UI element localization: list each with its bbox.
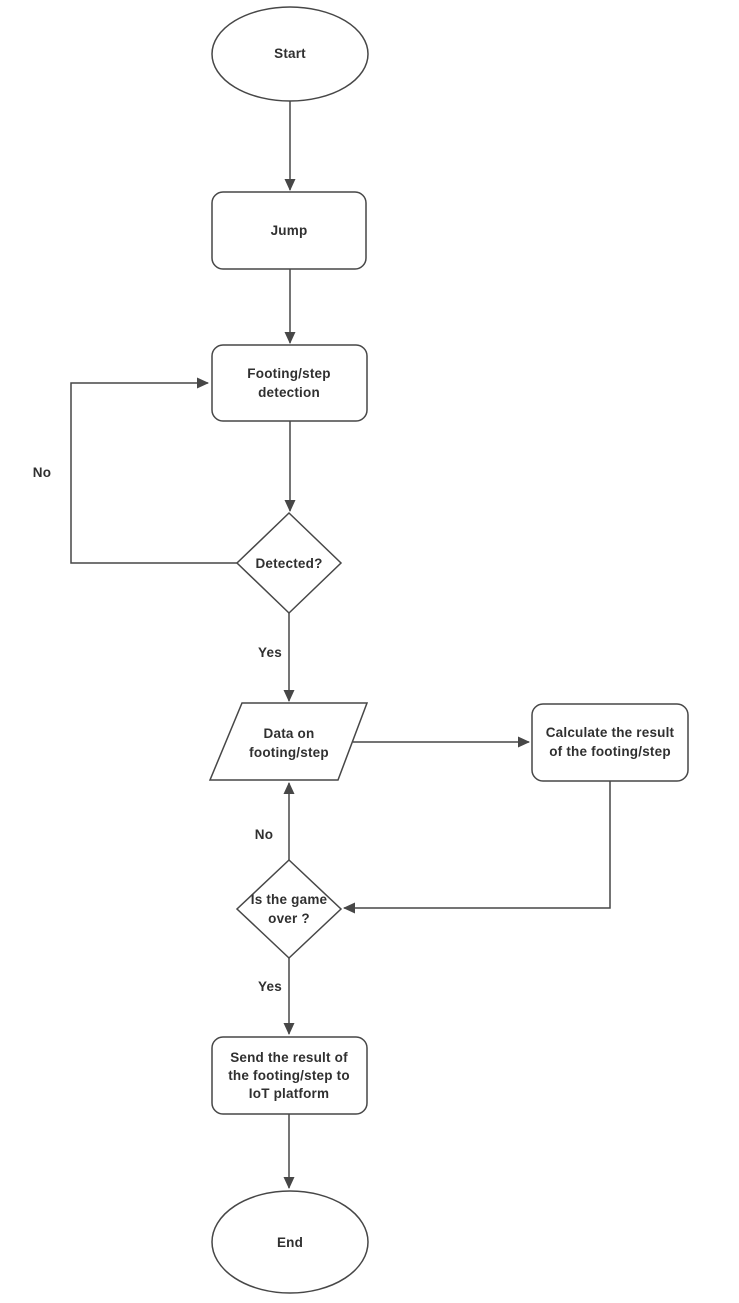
node-is-game-over-decision: Is the game over ? [235, 858, 343, 960]
end-terminator-shape [211, 1190, 369, 1294]
edge-detected-no-loop [70, 377, 237, 564]
detected-label: Detected? [255, 556, 322, 571]
send-label-line1: Send the result of [230, 1050, 348, 1065]
send-label-line3: IoT platform [249, 1086, 329, 1101]
start-terminator-shape [211, 6, 369, 102]
edge-label-detected-no: No [33, 465, 51, 480]
data-label-line1: Data on [264, 726, 315, 741]
node-start: Start [211, 6, 369, 102]
node-jump: Jump [211, 191, 367, 270]
detected-diamond-shape [235, 511, 343, 615]
data-label-line2: footing/step [249, 745, 329, 760]
jump-process-shape [211, 191, 367, 270]
start-label: Start [274, 46, 306, 61]
detection-process-shape [211, 344, 368, 422]
gameover-label-line1: Is the game [251, 892, 328, 907]
node-end: End [211, 1190, 369, 1294]
detection-label-line1: Footing/step [247, 366, 330, 381]
send-label-line2: the footing/step to [228, 1068, 350, 1083]
node-footing-step-detection: Footing/step detection [211, 344, 368, 422]
node-detected-decision: Detected? [235, 511, 343, 615]
detection-label-line2: detection [258, 385, 320, 400]
calculate-process-shape [531, 703, 689, 782]
node-data-on-footing-step: Data on footing/step [208, 702, 369, 781]
gameover-diamond-shape [235, 858, 343, 960]
edge-label-gameover-no: No [255, 827, 273, 842]
edge-label-detected-yes: Yes [258, 645, 282, 660]
edge-calculate-to-gameover [343, 781, 611, 914]
calculate-label-line2: of the footing/step [549, 744, 671, 759]
end-label: End [277, 1235, 303, 1250]
jump-label: Jump [271, 223, 308, 238]
send-process-shape [211, 1036, 368, 1115]
gameover-label-line2: over ? [268, 911, 310, 926]
calculate-label-line1: Calculate the result [546, 725, 675, 740]
data-parallelogram-shape [208, 702, 369, 781]
node-send-result: Send the result of the footing/step to I… [211, 1036, 368, 1115]
node-calculate-result: Calculate the result of the footing/step [531, 703, 689, 782]
edge-label-gameover-yes: Yes [258, 979, 282, 994]
